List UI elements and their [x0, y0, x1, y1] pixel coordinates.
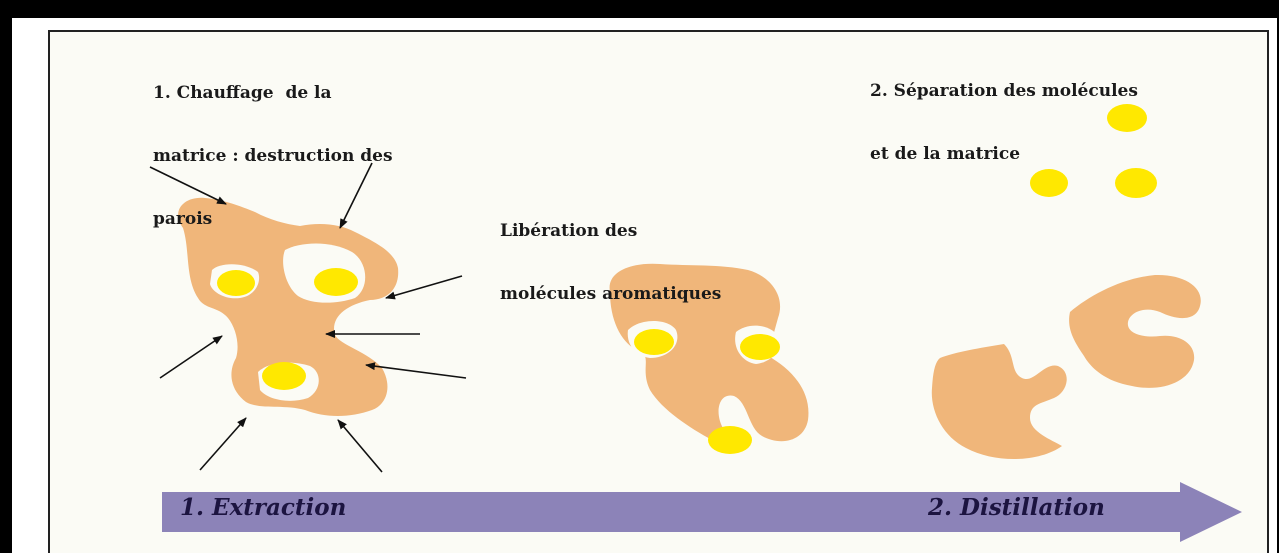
molecule — [262, 362, 306, 390]
step1-title-line: matrice : destruction des — [153, 146, 393, 167]
step1-title: 1. Chauffage de la matrice : destruction… — [153, 41, 393, 272]
heat-arrow — [338, 420, 382, 472]
step2-title-line: 2. Séparation des molécules — [870, 81, 1138, 102]
molecule — [708, 426, 752, 454]
molecule — [217, 270, 255, 296]
distillation-label: 2. Distillation — [928, 494, 1105, 521]
separated-matrix — [932, 275, 1201, 459]
matrix-shape — [932, 344, 1067, 459]
liberation-label-line: Libération des — [500, 221, 721, 242]
heat-arrow — [200, 418, 246, 470]
liberation-label: Libération des molécules aromatiques — [500, 179, 721, 347]
extraction-label: 1. Extraction — [180, 494, 346, 521]
step2-title: 2. Séparation des molécules et de la mat… — [870, 39, 1138, 207]
step2-title-line: et de la matrice — [870, 144, 1138, 165]
matrix-shape — [1069, 275, 1201, 388]
step1-title-line: parois — [153, 209, 393, 230]
liberation-label-line: molécules aromatiques — [500, 284, 721, 305]
molecule — [740, 334, 780, 360]
step1-title-line: 1. Chauffage de la — [153, 83, 393, 104]
heat-arrow — [160, 336, 222, 378]
molecule — [314, 268, 358, 296]
